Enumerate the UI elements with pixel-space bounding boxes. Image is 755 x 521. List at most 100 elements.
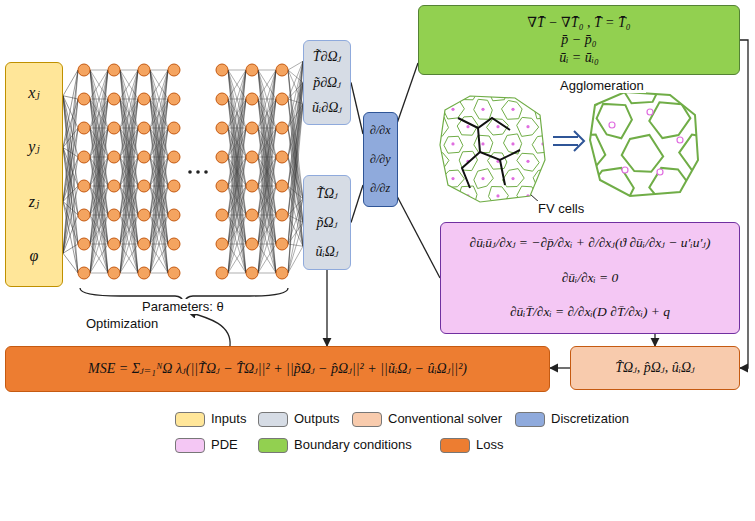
neuron bbox=[246, 64, 258, 76]
network-link bbox=[228, 215, 246, 273]
cell-centre bbox=[526, 90, 529, 93]
connector bbox=[740, 40, 748, 368]
mesh-cell bbox=[444, 136, 463, 153]
neuron bbox=[108, 122, 120, 134]
neuron bbox=[78, 122, 90, 134]
mesh-cell bbox=[502, 203, 524, 222]
node-text: φ bbox=[30, 246, 39, 266]
legend-swatch bbox=[515, 412, 545, 427]
network-link bbox=[120, 273, 138, 274]
network-link bbox=[63, 99, 78, 253]
network-link bbox=[120, 128, 138, 273]
network-link bbox=[228, 99, 246, 273]
network-link bbox=[228, 70, 246, 186]
agglomerate-boundary bbox=[458, 118, 520, 188]
node-text: yⱼ bbox=[28, 137, 39, 157]
network-link bbox=[150, 70, 168, 273]
network-link bbox=[90, 128, 108, 273]
mesh-cell bbox=[474, 204, 494, 223]
cell-centre bbox=[526, 125, 529, 128]
neuron bbox=[138, 64, 150, 76]
network-link bbox=[63, 186, 78, 202]
network-link bbox=[63, 96, 78, 273]
network-link bbox=[150, 70, 168, 244]
network-link bbox=[63, 148, 78, 274]
mesh-outline bbox=[440, 96, 545, 202]
network-link bbox=[150, 157, 168, 273]
connector bbox=[351, 83, 363, 135]
cell-centre bbox=[526, 160, 529, 163]
network-link bbox=[120, 186, 138, 273]
node-text: p̃Ωⱼ bbox=[317, 214, 338, 232]
network-link bbox=[258, 128, 276, 273]
neuron bbox=[138, 180, 150, 192]
neuron bbox=[108, 209, 120, 221]
mesh-cell bbox=[597, 104, 632, 138]
network-link bbox=[63, 244, 78, 253]
neuron bbox=[216, 180, 228, 192]
network-link bbox=[288, 70, 303, 246]
neuron bbox=[168, 93, 180, 105]
network-link bbox=[90, 157, 108, 273]
network-link bbox=[228, 244, 246, 273]
network-link bbox=[288, 99, 303, 104]
network-link bbox=[258, 99, 276, 273]
node-text: p̃∂Ωⱼ bbox=[313, 74, 341, 92]
network-link bbox=[63, 157, 78, 253]
node-text: ∇T̄ − ∇T̄₀ , T̄ = T̄₀ bbox=[527, 14, 630, 32]
cell-centre bbox=[466, 90, 469, 93]
neuron bbox=[276, 122, 288, 134]
network-link bbox=[288, 186, 303, 246]
agglomerate-centre bbox=[657, 169, 663, 175]
network-link bbox=[228, 128, 246, 273]
cell-centre bbox=[511, 142, 514, 145]
cell-centre bbox=[511, 177, 514, 180]
mesh-cell bbox=[534, 100, 553, 119]
network-link bbox=[150, 99, 168, 273]
mesh-cell bbox=[474, 99, 493, 119]
network-link bbox=[120, 99, 138, 273]
network-link bbox=[228, 70, 246, 215]
annotation-label: Optimization bbox=[84, 316, 160, 331]
network-link bbox=[258, 70, 276, 244]
neuron bbox=[276, 151, 288, 163]
annotation-label: FV cells bbox=[536, 201, 586, 216]
mesh-cell bbox=[427, 188, 447, 204]
network-link bbox=[90, 70, 108, 273]
output-box: T̃∂Ωⱼp̃∂Ωⱼũᵢ∂Ωⱼ bbox=[303, 40, 351, 125]
agglomerate-centre bbox=[647, 109, 653, 115]
neural-network bbox=[63, 61, 303, 279]
network-link bbox=[288, 199, 303, 273]
network-link bbox=[90, 128, 108, 273]
network-link bbox=[120, 70, 138, 273]
ellipsis-dot bbox=[196, 170, 200, 174]
neuron bbox=[276, 93, 288, 105]
node-text: xⱼ bbox=[28, 83, 39, 103]
connector bbox=[550, 367, 570, 368]
network-link bbox=[63, 186, 78, 253]
cell-centre bbox=[541, 177, 544, 180]
neuron bbox=[78, 267, 90, 279]
network-link bbox=[120, 70, 138, 244]
network-link bbox=[258, 99, 276, 273]
legend-text: Inputs bbox=[211, 411, 246, 426]
network-link bbox=[150, 70, 168, 215]
network-link bbox=[90, 70, 108, 186]
cell-centre bbox=[481, 177, 484, 180]
connector bbox=[351, 185, 363, 223]
neuron bbox=[108, 238, 120, 250]
network-link bbox=[90, 70, 108, 244]
network-link bbox=[228, 70, 246, 244]
network-link bbox=[288, 157, 303, 223]
cell-centre bbox=[466, 125, 469, 128]
network-link bbox=[258, 215, 276, 273]
cell-centre bbox=[436, 160, 439, 163]
network-link bbox=[228, 70, 246, 244]
mesh-cell bbox=[533, 169, 553, 188]
network-link bbox=[120, 70, 138, 186]
network-link bbox=[150, 70, 168, 71]
network-link bbox=[120, 70, 138, 244]
neuron bbox=[108, 93, 120, 105]
network-link bbox=[288, 215, 303, 246]
legend-swatch bbox=[352, 412, 382, 427]
